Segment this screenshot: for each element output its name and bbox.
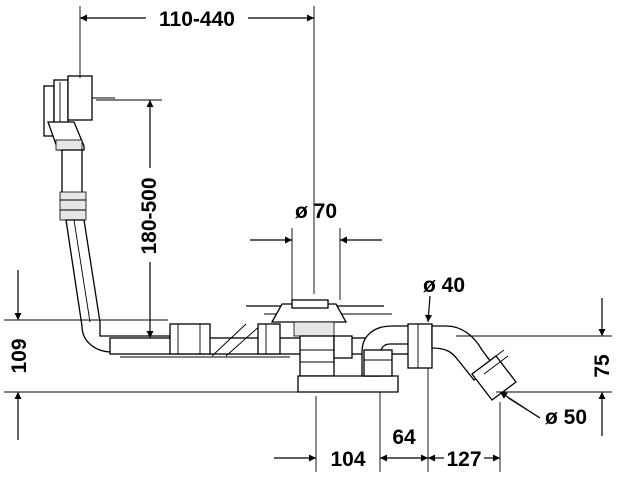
dim-dia-70: ø 70 <box>250 200 382 300</box>
overflow-head <box>43 75 115 137</box>
dim-dia-40: ø 40 <box>423 274 465 323</box>
dim-75: 75 <box>456 298 614 436</box>
label-109: 109 <box>8 338 31 373</box>
label-110-440: 110-440 <box>159 8 235 31</box>
outlet-elbow <box>407 323 517 401</box>
dim-dia-50: ø 50 <box>499 391 587 429</box>
dim-109: 109 <box>4 270 298 440</box>
label-dia-70: ø 70 <box>295 200 337 223</box>
dim-180-500: 180-500 <box>96 99 162 338</box>
drain-trap <box>270 299 411 393</box>
overflow-pipe <box>47 121 171 353</box>
label-dia-50: ø 50 <box>545 406 587 429</box>
label-64: 64 <box>392 426 416 449</box>
label-180-500: 180-500 <box>138 177 161 254</box>
dim-bottom-offsets: 104 64 127 <box>274 368 501 472</box>
label-104: 104 <box>330 448 365 471</box>
label-127: 127 <box>446 448 481 471</box>
label-dia-40: ø 40 <box>423 274 465 297</box>
label-75: 75 <box>591 354 614 378</box>
dim-110-440: 110-440 <box>79 6 315 294</box>
